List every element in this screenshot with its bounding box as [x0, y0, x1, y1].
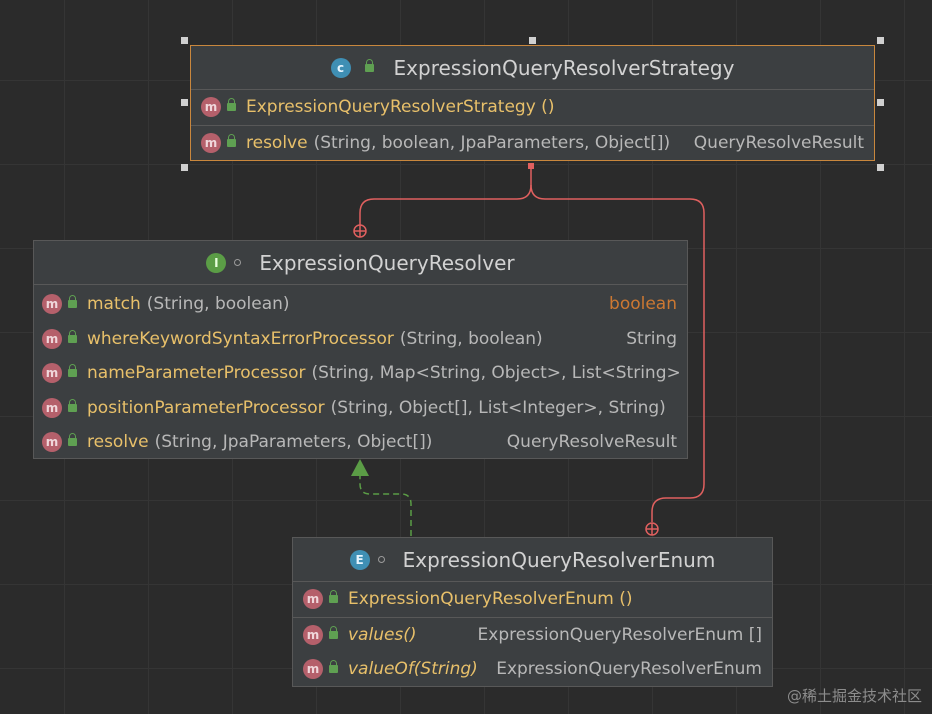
resolver-header: I ExpressionQueryResolver [34, 241, 687, 285]
method-icon: m [42, 397, 62, 418]
strategy-methods: m resolve (String, boolean, JpaParameter… [191, 126, 874, 161]
enum-icon: E [349, 549, 370, 570]
enum-constructors: m ExpressionQueryResolverEnum () [293, 582, 772, 618]
method-name: nameParameterProcessor [87, 363, 306, 384]
method-icon: m [42, 294, 62, 315]
public-lock-icon [68, 398, 77, 412]
method-params: (String, boolean) [146, 294, 290, 315]
method-return: QueryResolveResult [693, 132, 864, 153]
realization-connector [359, 476, 412, 536]
watermark: @稀土掘金技术社区 [786, 687, 922, 705]
method-name: whereKeywordSyntaxErrorProcessor [87, 328, 394, 349]
method-params: (String, boolean, JpaParameters, Object[… [313, 132, 671, 153]
resolver-method-row[interactable]: m match (String, boolean) boolean [34, 287, 687, 322]
resize-handle[interactable] [877, 99, 884, 106]
method-return: boolean [609, 294, 677, 315]
resize-handle[interactable] [181, 164, 188, 171]
resize-handle[interactable] [877, 164, 884, 171]
realization-arrow [351, 459, 369, 476]
method-icon: m [201, 132, 221, 153]
resolver-title: ExpressionQueryResolver [259, 250, 515, 275]
method-icon: m [303, 659, 323, 680]
enum-header: E ExpressionQueryResolverEnum [293, 538, 772, 582]
public-lock-icon [68, 295, 77, 309]
method-name: values() [348, 624, 417, 645]
method-icon: m [42, 363, 62, 384]
method-return: String [626, 328, 677, 349]
resolver-method-row[interactable]: m whereKeywordSyntaxErrorProcessor (Stri… [34, 322, 687, 357]
public-lock-icon [227, 133, 236, 147]
resolver-method-row[interactable]: m positionParameterProcessor (String, Ob… [34, 391, 687, 426]
method-name: resolve [87, 432, 149, 453]
method-icon: m [303, 624, 323, 645]
method-name: match [87, 294, 141, 315]
class-icon: c [330, 57, 351, 78]
strategy-header: c ExpressionQueryResolverStrategy [191, 46, 874, 90]
method-name: resolve [246, 132, 308, 153]
constructor-name: ExpressionQueryResolverStrategy () [246, 97, 555, 118]
interface-icon: I [206, 252, 227, 273]
resize-handle[interactable] [181, 37, 188, 44]
enum-method-row[interactable]: m valueOf(String) ExpressionQueryResolve… [293, 652, 772, 687]
method-params: (String, Map<String, Object>, List<Strin… [311, 363, 681, 384]
resolver-methods: m match (String, boolean) boolean m wher… [34, 285, 687, 460]
strategy-constructor-row[interactable]: m ExpressionQueryResolverStrategy () [191, 90, 874, 125]
visibility-dot-icon [377, 556, 385, 563]
method-return: ExpressionQueryResolverEnum [496, 659, 762, 680]
visibility-dot-icon [234, 259, 242, 266]
public-lock-icon [227, 98, 236, 112]
nested-connector-enum [530, 184, 705, 522]
method-name: positionParameterProcessor [87, 397, 325, 418]
public-lock-icon [364, 58, 374, 72]
nested-connector-resolver [359, 168, 532, 230]
constructor-name: ExpressionQueryResolverEnum () [348, 589, 633, 610]
method-params: (String, JpaParameters, Object[]) [154, 432, 433, 453]
method-icon: m [42, 432, 62, 453]
public-lock-icon [68, 364, 77, 378]
strategy-method-row[interactable]: m resolve (String, boolean, JpaParameter… [191, 126, 874, 161]
strategy-title: ExpressionQueryResolverStrategy [393, 55, 735, 80]
public-lock-icon [329, 590, 338, 604]
public-lock-icon [329, 660, 338, 674]
method-params: (String, Object[], List<Integer>, String… [330, 397, 666, 418]
method-return: QueryResolveResult [506, 432, 677, 453]
resize-handle[interactable] [181, 99, 188, 106]
method-icon: m [303, 589, 323, 610]
enum-constructor-row[interactable]: m ExpressionQueryResolverEnum () [293, 582, 772, 617]
public-lock-icon [68, 433, 77, 447]
method-name: valueOf(String) [348, 659, 478, 680]
public-lock-icon [68, 329, 77, 343]
enum-box[interactable]: E ExpressionQueryResolverEnum m Expressi… [292, 537, 773, 687]
resize-handle[interactable] [529, 37, 536, 44]
resolver-interface-box[interactable]: I ExpressionQueryResolver m match (Strin… [33, 240, 688, 459]
strategy-class-box[interactable]: c ExpressionQueryResolverStrategy m Expr… [190, 45, 875, 161]
method-icon: m [42, 328, 62, 349]
enum-method-row[interactable]: m values() ExpressionQueryResolverEnum [… [293, 618, 772, 653]
enum-methods: m values() ExpressionQueryResolverEnum [… [293, 618, 772, 687]
enum-title: ExpressionQueryResolverEnum [402, 547, 716, 572]
resize-handle[interactable] [877, 37, 884, 44]
method-params: (String, boolean) [399, 328, 543, 349]
method-icon: m [201, 97, 221, 118]
public-lock-icon [329, 625, 338, 639]
resolver-method-row[interactable]: m resolve (String, JpaParameters, Object… [34, 425, 687, 460]
method-return: ExpressionQueryResolverEnum [] [477, 624, 762, 645]
strategy-constructors: m ExpressionQueryResolverStrategy () [191, 90, 874, 126]
resolver-method-row[interactable]: m nameParameterProcessor (String, Map<St… [34, 356, 687, 391]
